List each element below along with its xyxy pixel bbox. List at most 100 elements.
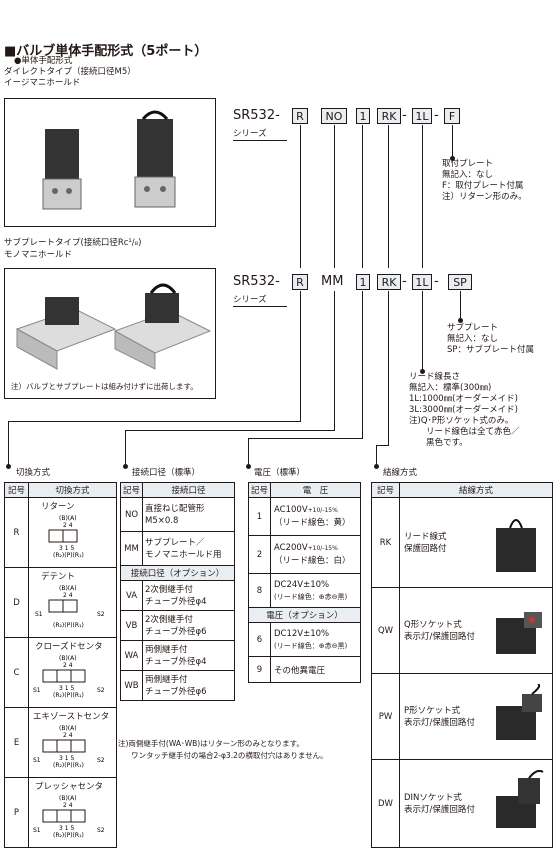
wire-code: PW — [371, 673, 400, 760]
port-code: NO — [120, 497, 143, 532]
port-code: WB — [120, 670, 143, 701]
port-desc: 両側継手付チューブ外径φ6 — [142, 670, 235, 701]
wire-section-label: 結線方式 — [383, 468, 418, 478]
lead-note3: 黒色です。 — [426, 438, 468, 448]
switch-name: エキゾーストセンタ — [33, 712, 110, 722]
header-code: 記号 — [120, 482, 143, 498]
subplate-valve-image — [15, 283, 212, 370]
switch-name: デテント — [41, 572, 76, 582]
svg-text:(B)(A): (B)(A) — [59, 515, 77, 522]
wire-desc: P形ソケット式表示灯/保護回路付 — [399, 673, 553, 760]
switch-section-label: 切換方式 — [16, 468, 51, 478]
switch-name: リターン — [41, 502, 75, 512]
volt-option-header: 電圧（オプション） — [248, 607, 361, 623]
volt-code: 1 — [248, 497, 271, 536]
header-wire: 結線方式 — [399, 482, 553, 498]
svg-text:(B)(A): (B)(A) — [59, 725, 77, 732]
lead-std: 無記入：標準(300㎜) — [409, 383, 492, 393]
plate-none: 無記入：なし — [442, 170, 494, 180]
switch-code: E — [4, 707, 29, 778]
svg-text:(B)(A): (B)(A) — [59, 655, 77, 662]
wire-desc: DINソケット式表示灯/保護回路付 — [399, 759, 553, 848]
port-desc: 2次側継手付チューブ外径φ4 — [142, 580, 235, 611]
model1-rk: RK — [377, 108, 401, 124]
svg-text:(B)(A): (B)(A) — [59, 585, 77, 592]
plate-heading: 取付プレート — [442, 159, 494, 169]
solenoid-dw-icon — [496, 770, 544, 828]
model1-f: F — [444, 108, 460, 124]
switch-code: P — [4, 777, 29, 848]
wire-desc: Q形ソケット式表示灯/保護回路付 — [399, 587, 553, 674]
volt-desc: DC24V±10%(リード線色：⊕赤⊖黒) — [270, 573, 361, 608]
svg-text:(B)(A): (B)(A) — [59, 795, 77, 802]
svg-text:3 1 5: 3 1 5 — [59, 825, 74, 832]
wire-code: RK — [371, 497, 400, 588]
model1-l: 1L — [412, 108, 432, 124]
wire-code: QW — [371, 587, 400, 674]
subplate-type-label: サブプレートタイプ(接続口径Rc¹/₈) — [4, 238, 142, 248]
wire-desc: リード線式保護回路付 — [399, 497, 553, 588]
port-option-header: 接続口径（オプション） — [120, 565, 235, 581]
port-desc: 両側継手付チューブ外径φ4 — [142, 640, 235, 671]
model1-no: NO — [321, 108, 347, 124]
plate-f: F：取付プレート付属 — [442, 181, 524, 191]
subplate-sp: SP：サブプレート付属 — [447, 345, 535, 355]
svg-text:S1: S1 — [35, 611, 43, 618]
svg-text:2 4: 2 4 — [63, 522, 73, 529]
switch-code: R — [4, 497, 29, 568]
port-code: VA — [120, 580, 143, 611]
valve-photo-direct — [4, 98, 216, 227]
lead-note1: 注)Q･P形ソケット式のみ。 — [409, 416, 514, 426]
switch-name: プレッシャセンタ — [35, 782, 104, 792]
header-code: 記号 — [4, 482, 29, 498]
volt-desc: AC100V+10/-15%（リード線色：黄） — [270, 497, 361, 536]
lead-1l: 1L:1000㎜(オーダーメイド) — [409, 394, 518, 404]
model1-prefix: SR532- — [233, 108, 280, 123]
svg-text:(R₂)(P)(R₁): (R₂)(P)(R₁) — [53, 552, 84, 559]
svg-text:(R₂)(P)(R₁): (R₂)(P)(R₁) — [53, 762, 84, 769]
model1-one: 1 — [356, 108, 370, 124]
wire-code: DW — [371, 759, 400, 848]
photo-note: 注）バルブとサブプレートは組み付けずに出荷します。 — [11, 382, 198, 391]
valve-photo-subplate: 注）バルブとサブプレートは組み付けずに出荷します。 — [4, 268, 216, 399]
model2-r: R — [292, 274, 308, 290]
switch-code: C — [4, 637, 29, 708]
svg-text:(R₂)(P)(R₁): (R₂)(P)(R₁) — [53, 692, 84, 699]
order-note: ●単体手配形式 — [14, 56, 73, 66]
header-code: 記号 — [371, 482, 400, 498]
switch-name: クローズドセンタ — [35, 642, 103, 652]
volt-desc: AC200V+10/-15%（リード線色：白） — [270, 535, 361, 574]
port-code: WA — [120, 640, 143, 671]
solenoid-rk-icon — [496, 519, 536, 572]
svg-text:S2: S2 — [97, 757, 105, 764]
header-volt: 電 圧 — [270, 482, 361, 498]
lead-3l: 3L:3000㎜(オーダーメイド) — [409, 405, 518, 415]
type-label: ダイレクトタイプ（接続口径M5） — [4, 67, 136, 77]
svg-text:2 4: 2 4 — [63, 732, 73, 739]
volt-code: 8 — [248, 573, 271, 608]
svg-text:S2: S2 — [97, 827, 105, 834]
model2-sp: SP — [448, 274, 472, 290]
valve-symbol-icon: (B)(A)2 43 1 5(R₂)(P)(R₁) — [48, 515, 84, 559]
plate-note: 注）リターン形のみ。 — [442, 192, 527, 202]
solenoid-qw-icon — [496, 612, 542, 654]
subplate-none: 無記入：なし — [447, 334, 499, 344]
port-note1: 注)両側継手付(WA･WB)はリターン形のみとなります。 — [118, 739, 304, 748]
port-code: VB — [120, 610, 143, 641]
